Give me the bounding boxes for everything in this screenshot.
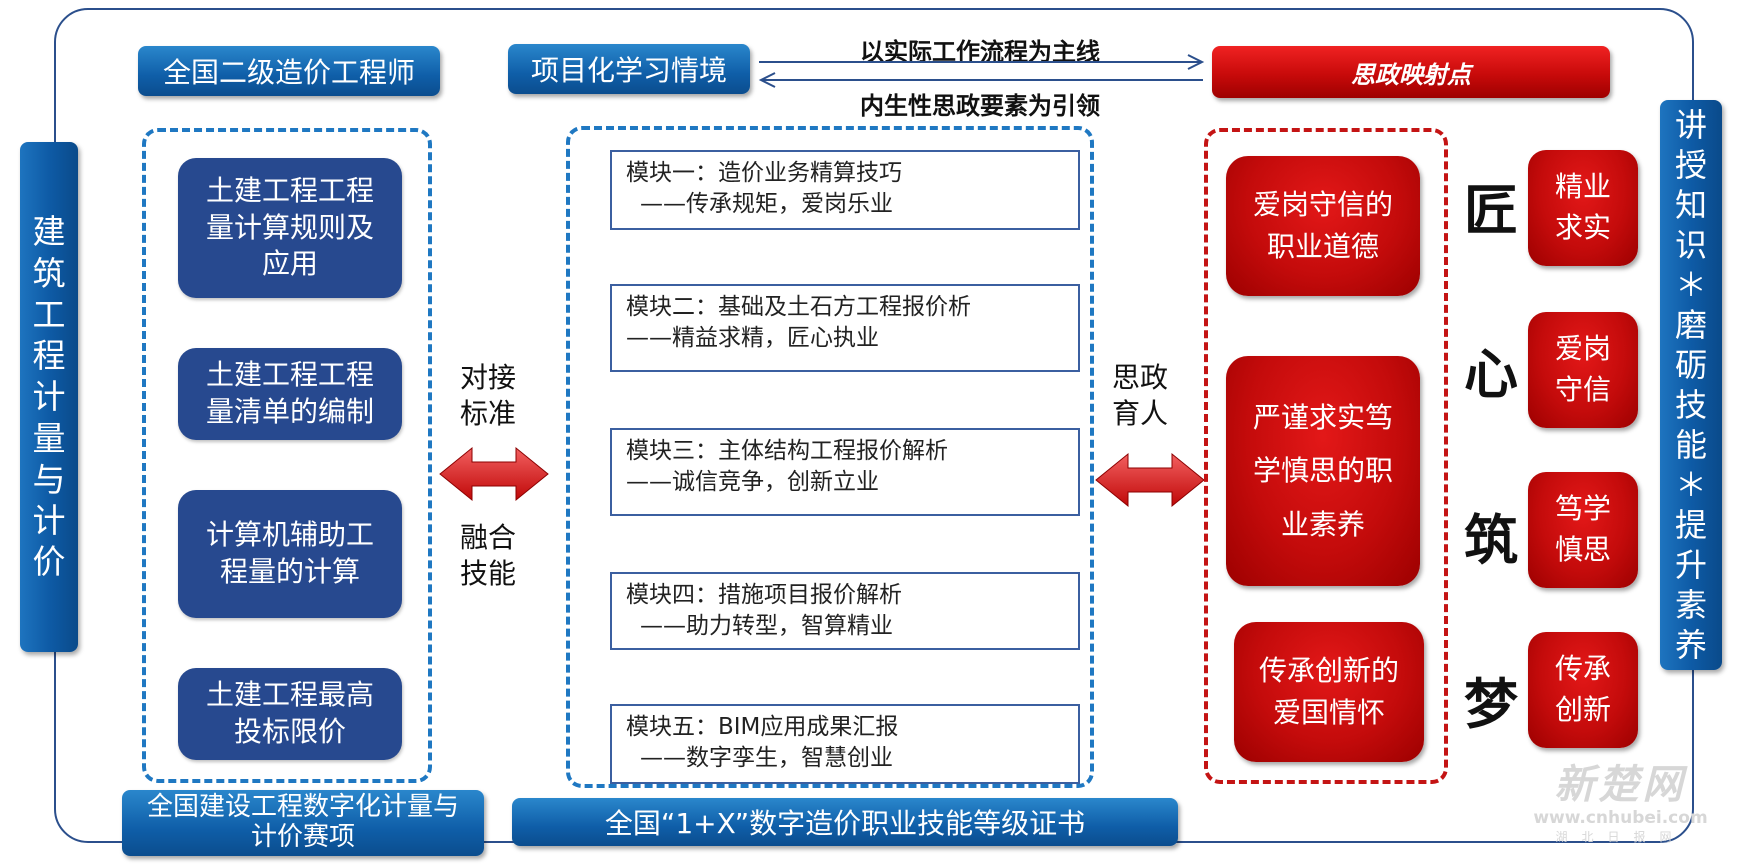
- header-ideology-mapping: 思政映射点: [1212, 46, 1610, 98]
- connector-left-bottom: 融合技能: [460, 521, 517, 591]
- watermark-name: 新楚网: [1554, 762, 1687, 808]
- ideology-label: 爱岗守信的职业道德: [1252, 188, 1393, 263]
- ideology-panel: [1204, 128, 1448, 784]
- watermark-sub: 湖北日报网: [1555, 830, 1686, 844]
- double-arrow-icon: [439, 446, 549, 502]
- module-subtitle: ——诚信竞争，创新立业: [626, 469, 879, 496]
- module-1: 模块一：造价业务精算技巧 ——传承规矩，爱岗乐业: [610, 150, 1080, 230]
- module-subtitle: ——精益求精，匠心执业: [626, 325, 879, 352]
- value-label: 爱岗守信: [1554, 332, 1611, 406]
- flow-bottom-label: 内生性思政要素为引领: [860, 92, 1100, 120]
- module-5: 模块五：BIM应用成果汇报 ——数字孪生，智慧创业: [610, 704, 1080, 784]
- competition-standards-panel: [142, 128, 432, 783]
- calligraphy-char-3: 筑: [1464, 508, 1518, 572]
- ideology-item-3: 传承创新的爱国情怀: [1234, 622, 1424, 762]
- double-arrow-icon: [1095, 452, 1205, 508]
- teaching-goal-bar: 讲授知识＊磨砺技能＊提升素养: [1660, 100, 1722, 670]
- left-item-3: 计算机辅助工程量的计算: [178, 490, 402, 618]
- left-item-1: 土建工程工程量计算规则及应用: [178, 158, 402, 298]
- header-label: 全国“1+X”数字造价职业技能等级证书: [604, 807, 1086, 840]
- course-title-bar: 建筑工程计量与计价: [20, 142, 78, 652]
- left-item-2: 土建工程工程量清单的编制: [178, 348, 402, 440]
- course-title: 建筑工程计量与计价: [32, 212, 66, 582]
- ideology-item-1: 爱岗守信的职业道德: [1226, 156, 1420, 296]
- value-label: 传承创新: [1554, 652, 1611, 726]
- header-label: 项目化学习情境: [530, 54, 727, 87]
- module-title: 模块一：造价业务精算技巧: [626, 160, 902, 186]
- calligraphy-char-4: 梦: [1464, 672, 1518, 736]
- module-subtitle: ——助力转型，智算精业: [640, 613, 893, 640]
- header-national-cost-engineer: 全国二级造价工程师: [138, 46, 440, 96]
- flow-arrows: [758, 54, 1205, 88]
- watermark: 新楚网 www.cnhubei.com 湖北日报网: [1508, 752, 1733, 862]
- value-box-2: 爱岗守信: [1528, 312, 1638, 428]
- left-item-4: 土建工程最高投标限价: [178, 668, 402, 760]
- module-title: 模块四：措施项目报价解析: [626, 582, 902, 608]
- header-digital-competition: 全国建设工程数字化计量与计价赛项: [122, 790, 484, 856]
- teaching-goal-text: 讲授知识＊磨砺技能＊提升素养: [1674, 106, 1707, 664]
- module-title: 模块三：主体结构工程报价解析: [626, 438, 948, 464]
- module-3: 模块三：主体结构工程报价解析 ——诚信竞争，创新立业: [610, 428, 1080, 516]
- value-box-3: 笃学慎思: [1528, 472, 1638, 588]
- module-2: 模块二：基础及土石方工程报价析 ——精益求精，匠心执业: [610, 284, 1080, 372]
- value-label: 笃学慎思: [1554, 492, 1611, 566]
- connector-left-top: 对接标准: [460, 361, 517, 431]
- value-box-4: 传承创新: [1528, 632, 1638, 748]
- ideology-label: 严谨求实笃学慎思的职业素养: [1252, 401, 1393, 541]
- header-label: 全国建设工程数字化计量与计价赛项: [146, 792, 459, 852]
- ideology-item-2: 严谨求实笃学慎思的职业素养: [1226, 356, 1420, 586]
- calligraphy-char-1: 匠: [1464, 178, 1518, 242]
- connector-right-top: 思政育人: [1112, 361, 1169, 431]
- module-title: 模块五：BIM应用成果汇报: [626, 714, 899, 740]
- header-project-learning: 项目化学习情境: [508, 44, 750, 94]
- watermark-url: www.cnhubei.com: [1533, 808, 1708, 828]
- module-title: 模块二：基础及土石方工程报价析: [626, 294, 971, 320]
- module-subtitle: ——数字孪生，智慧创业: [640, 745, 893, 772]
- module-4: 模块四：措施项目报价解析 ——助力转型，智算精业: [610, 572, 1080, 650]
- header-label: 全国二级造价工程师: [162, 56, 415, 89]
- value-box-1: 精业求实: [1528, 150, 1638, 266]
- ideology-label: 传承创新的爱国情怀: [1258, 654, 1399, 729]
- calligraphy-char-2: 心: [1464, 342, 1518, 406]
- project-modules-panel: [566, 126, 1094, 788]
- value-label: 精业求实: [1554, 170, 1611, 244]
- header-1x-certificate: 全国“1+X”数字造价职业技能等级证书: [512, 798, 1178, 846]
- header-label: 思政映射点: [1351, 59, 1471, 89]
- module-subtitle: ——传承规矩，爱岗乐业: [640, 191, 893, 218]
